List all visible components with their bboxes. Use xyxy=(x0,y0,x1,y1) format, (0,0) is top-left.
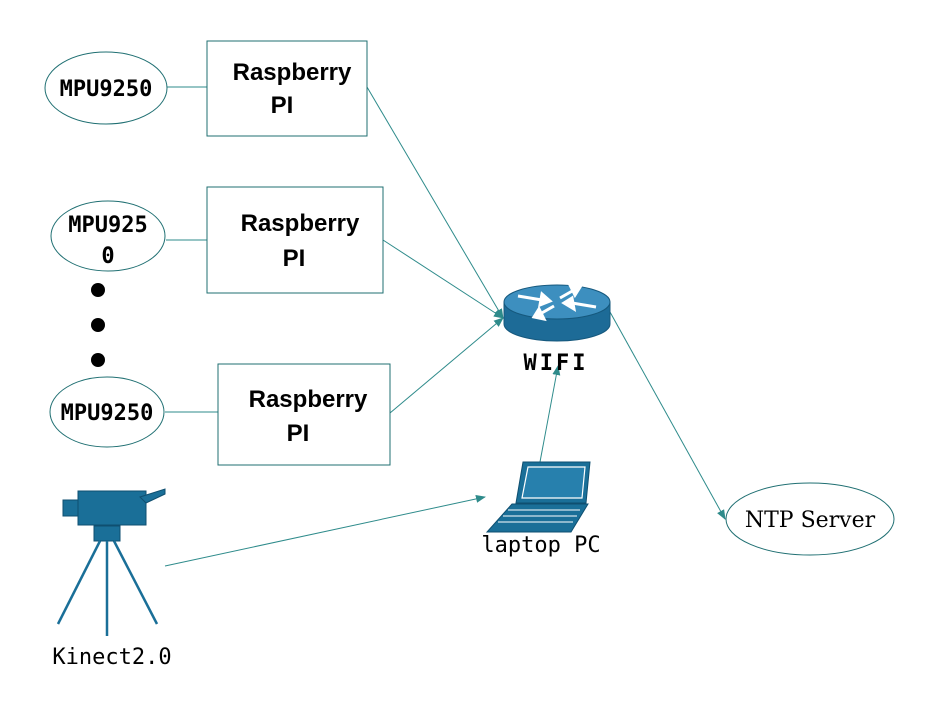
raspberry-pi-label-line2: PI xyxy=(287,420,310,447)
connector-rpi3-wifi xyxy=(389,317,504,414)
connector-rpi2-wifi xyxy=(382,239,504,319)
dot xyxy=(91,283,105,297)
connector-wifi-ntp xyxy=(609,311,726,520)
raspberry-pi-2: Raspberry PI xyxy=(206,186,384,294)
raspberry-pi-box xyxy=(206,40,368,137)
raspberry-pi-label-line1: Raspberry xyxy=(241,210,360,237)
kinect-camera: Kinect2.0 xyxy=(52,488,172,670)
raspberry-pi-label-line2: PI xyxy=(271,92,294,119)
sensor-label: MPU9250 xyxy=(60,77,153,102)
tripod-legs xyxy=(56,540,159,636)
laptop-base xyxy=(485,503,589,533)
connector-laptop-wifi xyxy=(539,365,561,463)
ntp-ellipse xyxy=(725,482,895,556)
connector-rpi1-wifi xyxy=(366,86,504,319)
connectors xyxy=(164,86,726,567)
camera-mount xyxy=(93,525,121,542)
ellipsis-dots xyxy=(91,283,105,367)
raspberry-pi-box xyxy=(217,363,391,466)
sensor-ellipse xyxy=(50,200,166,272)
connector-kinect-laptop xyxy=(164,494,486,567)
sensor-node-2: MPU925 0 xyxy=(50,200,166,272)
kinect-label: Kinect2.0 xyxy=(52,645,171,670)
ntp-server: NTP Server xyxy=(725,482,895,556)
laptop-icon xyxy=(485,461,591,533)
sensor-node-3: MPU9250 xyxy=(49,376,165,448)
laptop-screen-inner xyxy=(521,466,586,499)
laptop: laptop PC xyxy=(481,461,601,558)
raspberry-pi-1: Raspberry PI xyxy=(206,40,368,137)
raspberry-pi-3: Raspberry PI xyxy=(217,363,391,466)
raspberry-pi-label-line1: Raspberry xyxy=(249,386,368,413)
raspberry-pi-label-line2: PI xyxy=(283,245,306,272)
sensor-label-line2: 0 xyxy=(101,244,114,269)
router-top xyxy=(503,284,611,320)
raspberry-pi-label-line1: Raspberry xyxy=(233,59,352,86)
sensor-node-1: MPU9250 xyxy=(44,51,168,125)
camera-body xyxy=(77,490,147,526)
sensor-label: MPU9250 xyxy=(61,401,154,426)
dot xyxy=(91,353,105,367)
camera-icon xyxy=(56,488,166,636)
router-arrows-icon xyxy=(517,282,597,322)
ntp-label: NTP Server xyxy=(745,508,876,533)
laptop-label: laptop PC xyxy=(481,533,600,558)
raspberry-pi-box xyxy=(206,186,384,294)
wifi-router: WIFI xyxy=(503,282,611,376)
sensor-ellipse xyxy=(44,51,168,125)
sensor-ellipse xyxy=(49,376,165,448)
laptop-keys xyxy=(498,509,580,523)
camera-handle xyxy=(139,488,166,504)
dot xyxy=(91,318,105,332)
router-label: WIFI xyxy=(524,351,589,376)
sensor-label-line1: MPU925 xyxy=(68,213,147,238)
